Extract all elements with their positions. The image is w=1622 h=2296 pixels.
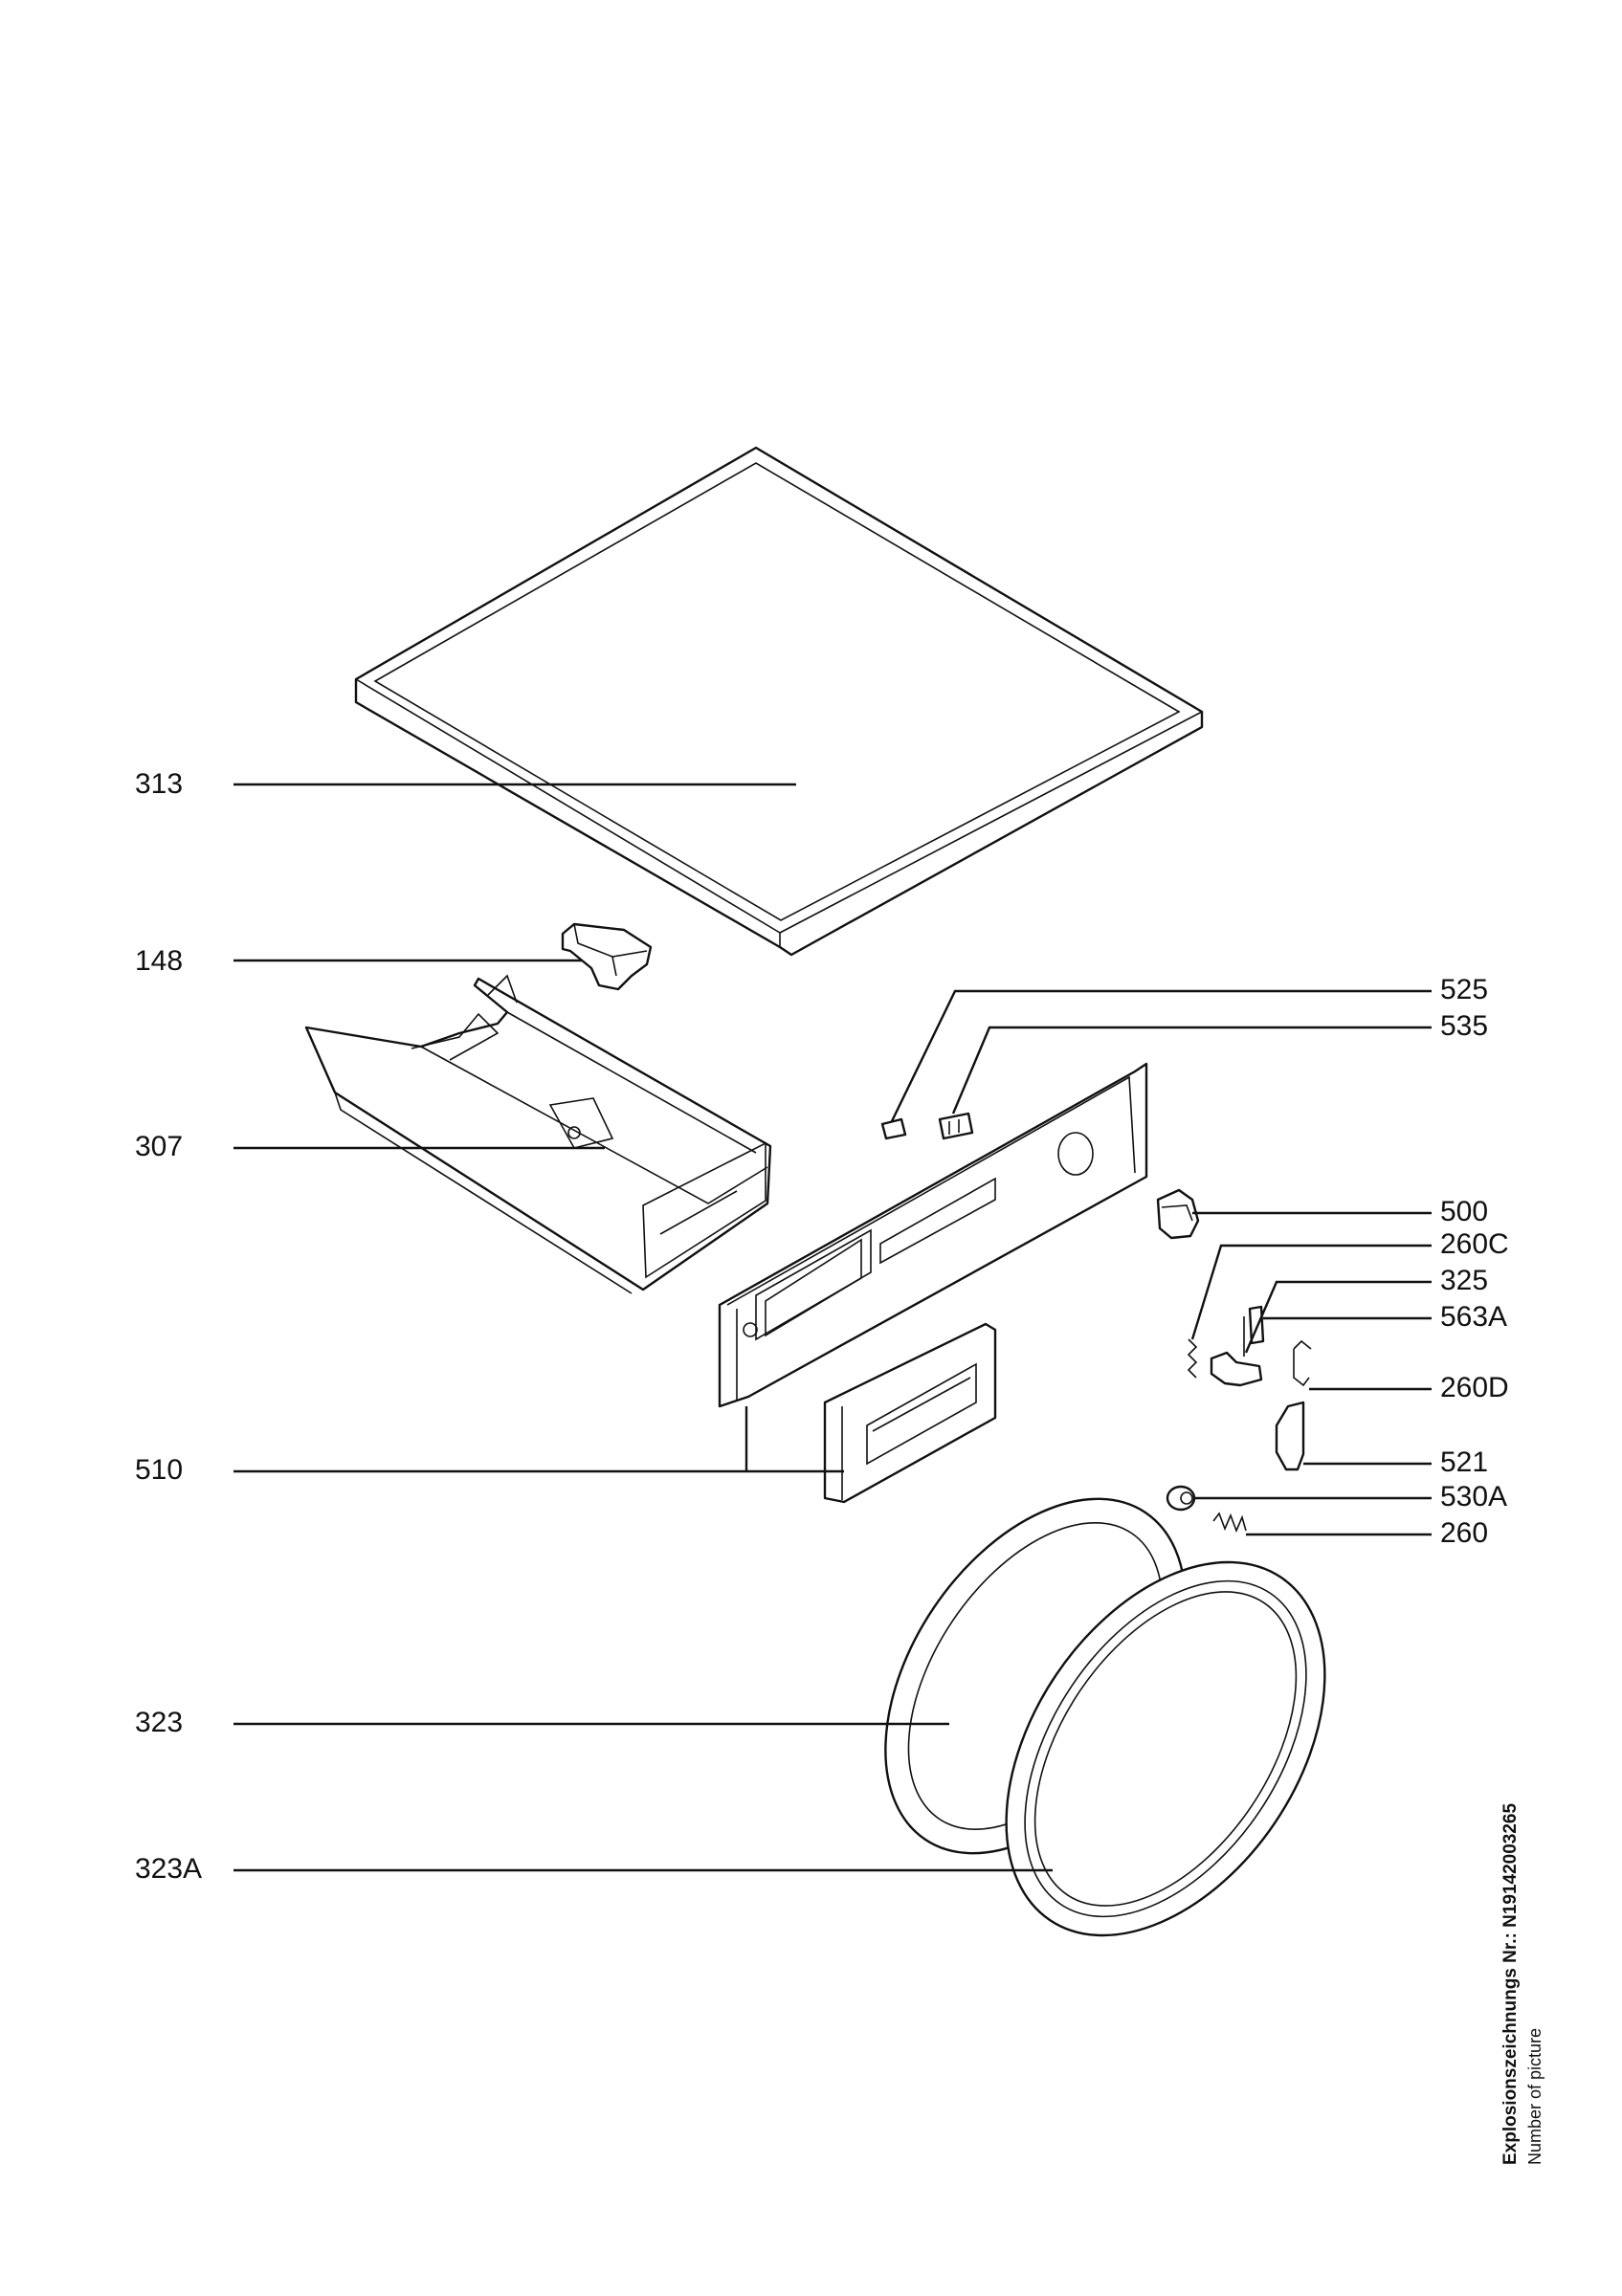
part-500-knob [1156, 1188, 1200, 1240]
drawing-number-caption: Explosionszeichnungs Nr.: N19142003265 N… [1500, 1803, 1545, 2165]
leader-lines [233, 783, 1432, 1872]
label-510: 510 [135, 1454, 184, 1486]
part-control-panel [718, 1062, 1148, 1408]
label-260: 260 [1440, 1517, 1489, 1549]
label-307: 307 [135, 1131, 184, 1162]
part-260-spring [1212, 1512, 1247, 1534]
part-260D-spring [1293, 1339, 1312, 1387]
label-323A: 323A [135, 1853, 203, 1885]
label-260D: 260D [1440, 1372, 1509, 1403]
label-148: 148 [135, 945, 184, 977]
label-521: 521 [1440, 1446, 1489, 1478]
label-260C: 260C [1440, 1228, 1509, 1260]
part-530A-bush [1166, 1485, 1196, 1512]
label-325: 325 [1440, 1265, 1489, 1296]
part-325-door-lever [1210, 1316, 1263, 1387]
drawing-number: Explosionszeichnungs Nr.: N19142003265 [1500, 1802, 1521, 2165]
label-323: 323 [135, 1707, 184, 1738]
label-535: 535 [1440, 1010, 1489, 1042]
part-535-switch [938, 1112, 974, 1140]
label-500: 500 [1440, 1196, 1489, 1227]
label-563A: 563A [1440, 1301, 1508, 1333]
part-260C-spring [1187, 1338, 1198, 1379]
part-521-cover [1275, 1401, 1305, 1471]
label-313: 313 [135, 768, 184, 800]
label-525: 525 [1440, 974, 1489, 1005]
part-313-top-cover [354, 446, 1204, 957]
part-323A-door-ring [1005, 1560, 1326, 1937]
part-307-dispenser-drawer [304, 974, 772, 1294]
part-510-drawer-handle [823, 1322, 997, 1504]
part-525-button [880, 1117, 907, 1140]
picture-caption: Number of picture [1525, 2027, 1544, 2165]
part-148-lever [561, 922, 653, 991]
label-530A: 530A [1440, 1481, 1508, 1512]
